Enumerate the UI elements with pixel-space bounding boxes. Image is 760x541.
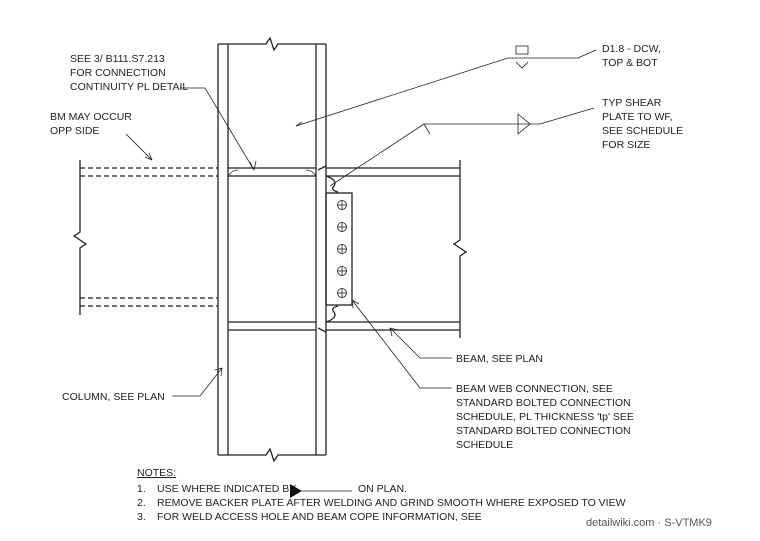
beam-label: BEAM, SEE PLAN — [456, 353, 543, 365]
bolt-group — [337, 200, 347, 298]
bolt — [337, 288, 347, 298]
bm-opp-label-line1: BM MAY OCCUR — [50, 111, 132, 123]
weld-label-line1: D1.8 - DCW, — [602, 43, 661, 55]
note-1-suffix: ON PLAN. — [358, 483, 407, 495]
shear-label-line2: PLATE TO WF, — [602, 111, 673, 123]
continuity-label-line2: FOR CONNECTION — [70, 67, 166, 79]
web-conn-label-line3: SCHEDULE, PL THICKNESS 'tp' SEE — [456, 411, 634, 423]
opp-beam-break — [72, 160, 88, 315]
opposite-side-beam — [72, 160, 218, 315]
beam-break — [452, 160, 468, 338]
bm-opp-label-line2: OPP SIDE — [50, 125, 99, 137]
bolt — [337, 266, 347, 276]
column-break-bottom — [218, 447, 326, 463]
weld-flag-icon — [290, 484, 302, 498]
web-conn-label-line5: SCHEDULE — [456, 439, 513, 451]
cope-top — [325, 175, 339, 193]
web-conn-label-line4: STANDARD BOLTED CONNECTION — [456, 425, 631, 437]
flange-weld-top — [317, 165, 327, 171]
flange-weld-bottom — [317, 327, 327, 333]
continuity-label-line3: CONTINUITY PL DETAIL — [70, 81, 188, 93]
bolt — [337, 222, 347, 232]
shear-label-line3: SEE SCHEDULE — [602, 125, 683, 137]
weld-symbol-shear — [329, 107, 595, 187]
column — [217, 36, 327, 463]
web-conn-label-line2: STANDARD BOLTED CONNECTION — [456, 397, 631, 409]
beam — [317, 160, 468, 338]
weld-label-line2: TOP & BOT — [602, 57, 658, 69]
note-1-num: 1. — [137, 483, 146, 495]
note-1-text: USE WHERE INDICATED BY — [157, 483, 296, 495]
weld-symbol-dcw — [295, 45, 597, 127]
note-2-num: 2. — [137, 497, 146, 509]
bolt — [337, 200, 347, 210]
watermark: detailwiki.com · S-VTMK9 — [586, 517, 712, 529]
notes-title: NOTES: — [137, 467, 176, 479]
shear-label-line4: FOR SIZE — [602, 139, 650, 151]
continuity-label-line1: SEE 3/ B111.S7.213 — [70, 53, 165, 65]
web-conn-label-line1: BEAM WEB CONNECTION, SEE — [456, 383, 613, 395]
leaders — [125, 87, 452, 397]
shear-plate — [325, 192, 353, 306]
column-break-top — [218, 36, 326, 52]
continuity-plates — [227, 167, 317, 331]
note-3-text: FOR WELD ACCESS HOLE AND BEAM COPE INFOR… — [157, 511, 482, 523]
note-2-text: REMOVE BACKER PLATE AFTER WELDING AND GR… — [157, 497, 626, 509]
notes-block: NOTES: 1. USE WHERE INDICATED BY ON PLAN… — [137, 467, 626, 523]
bolt — [337, 244, 347, 254]
shear-label-line1: TYP SHEAR — [602, 97, 662, 109]
cope-bottom — [325, 305, 339, 323]
note-3-num: 3. — [137, 511, 146, 523]
column-label: COLUMN, SEE PLAN — [62, 391, 165, 403]
